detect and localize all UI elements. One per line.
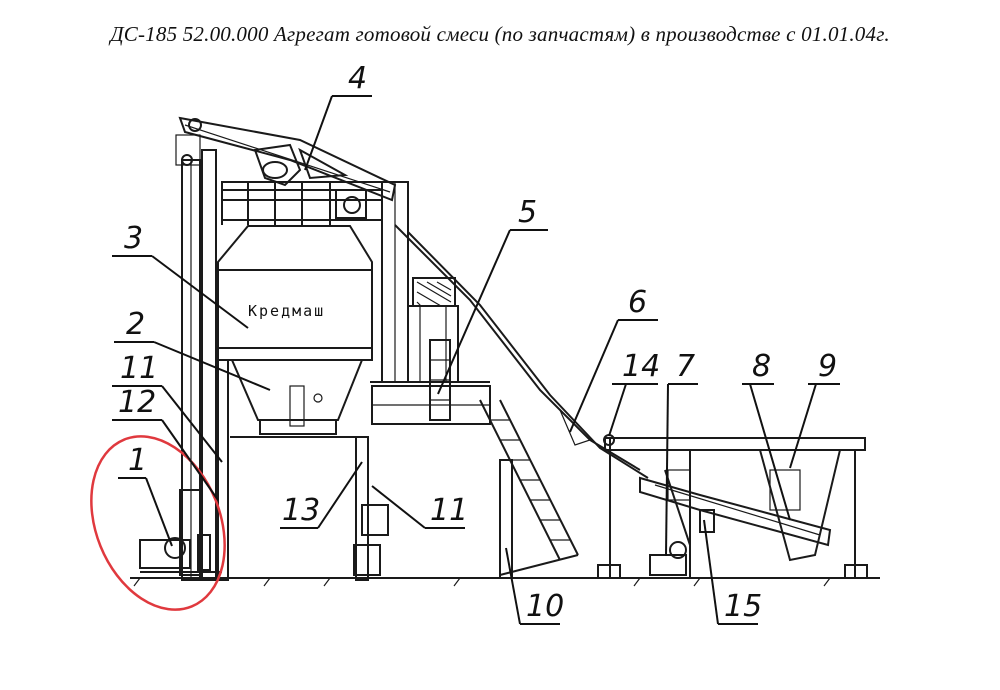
- callout-label: 11: [430, 493, 468, 528]
- callout-label: 8: [752, 349, 771, 384]
- callout-label: 3: [124, 221, 143, 256]
- callout-label: 5: [518, 195, 537, 230]
- ground-line: [130, 577, 880, 587]
- callout-label: 4: [348, 61, 367, 96]
- storage-bin: Кредмаш: [217, 225, 373, 361]
- top-platform: [221, 181, 409, 383]
- screw-conveyor: [639, 449, 842, 562]
- staircase: [479, 399, 579, 579]
- callout-2: 2: [114, 307, 271, 391]
- callout-8: 8: [742, 349, 791, 521]
- callout-6: 6: [569, 285, 658, 433]
- callout-label: 7: [676, 349, 695, 384]
- base-mixer: [139, 534, 222, 573]
- callout-label: 6: [628, 285, 647, 320]
- highlight-ellipse: [90, 435, 226, 611]
- top-conveyor: [178, 116, 397, 219]
- callout-label: 13: [282, 493, 320, 528]
- callout-13: 13: [280, 461, 363, 529]
- document-title: ДС-185 52.00.000 Агрегат готовой смеси (…: [110, 22, 890, 46]
- callout-5: 5: [437, 195, 548, 395]
- callout-4: 4: [304, 61, 372, 171]
- operator-cabin: [407, 277, 459, 421]
- callout-9: 9: [789, 349, 840, 469]
- callout-label: 1: [128, 443, 147, 478]
- callout-label: 14: [622, 349, 660, 384]
- elevator-column: [175, 134, 217, 581]
- callout-11-right: 11: [371, 485, 468, 529]
- hopper-cone: [230, 359, 366, 438]
- callout-15: 15: [703, 519, 762, 625]
- brand-label: Кредмаш: [248, 302, 325, 320]
- drive-unit: [649, 469, 691, 576]
- callout-label: 9: [818, 349, 837, 384]
- callout-label: 10: [526, 589, 564, 624]
- callout-label: 12: [118, 385, 156, 420]
- callout-3: 3: [112, 221, 249, 329]
- callout-7: 7: [665, 349, 698, 557]
- callout-10: 10: [505, 547, 564, 625]
- callout-14: 14: [608, 349, 660, 437]
- callout-11-left: 11: [112, 351, 223, 463]
- callout-label: 2: [126, 307, 145, 342]
- callout-12: 12: [112, 385, 219, 501]
- callout-1: 1: [118, 443, 173, 547]
- callout-label: 15: [724, 589, 762, 624]
- callout-label: 11: [120, 351, 158, 386]
